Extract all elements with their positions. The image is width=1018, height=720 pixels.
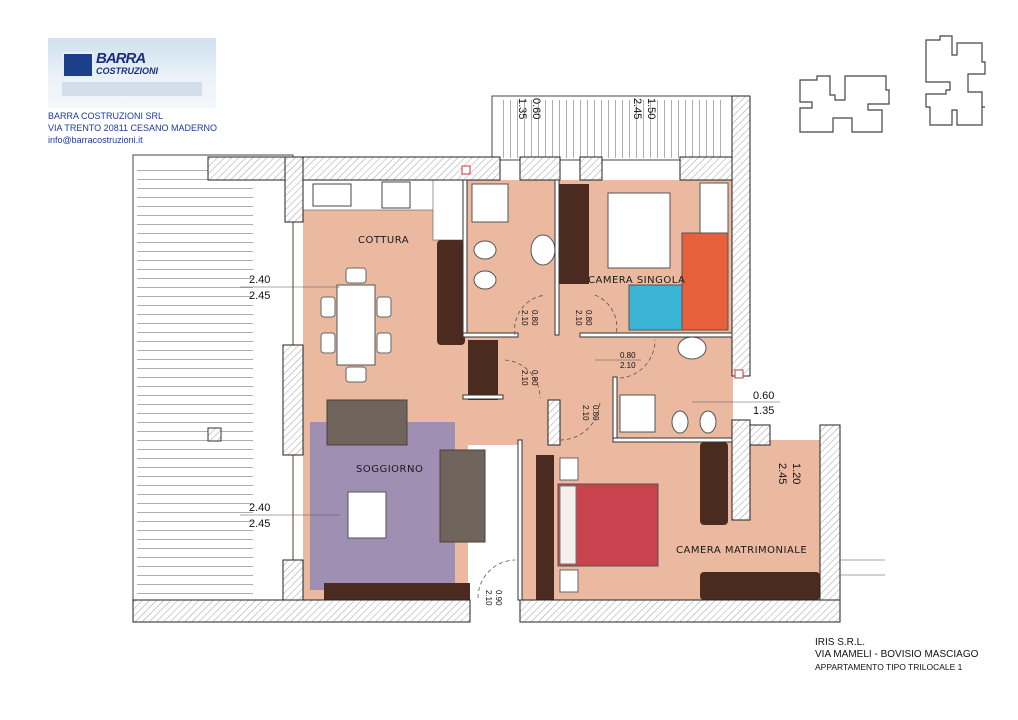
room-label-soggiorno: SOGGIORNO bbox=[356, 464, 423, 475]
desk bbox=[607, 192, 671, 269]
company-email: info@barracostruzioni.it bbox=[48, 135, 143, 145]
company-logo: BARRA COSTRUZIONI bbox=[48, 38, 216, 108]
dim-balcony-right: 1.50 2.45 bbox=[631, 98, 657, 119]
title-block: IRIS S.R.L. VIA MAMELI - BOVISIO MASCIAG… bbox=[815, 637, 978, 673]
dim-height: 2.45 bbox=[631, 98, 643, 119]
company-info: BARRA COSTRUZIONI SRL VIA TRENTO 20811 C… bbox=[48, 110, 217, 146]
sink bbox=[312, 183, 352, 207]
dim-width: 0.90 bbox=[494, 590, 503, 606]
dim-height: 2.10 bbox=[520, 370, 529, 386]
dim-door-entrance: 0.90 2.10 bbox=[484, 590, 503, 606]
washbasin-1 bbox=[530, 234, 556, 266]
coffee-table bbox=[347, 491, 387, 539]
project-location: VIA MAMELI - BOVISIO MASCIAGO bbox=[815, 649, 979, 660]
sofa-top bbox=[326, 399, 408, 446]
dim-width: 0.80 bbox=[584, 310, 593, 326]
dim-height: 2.10 bbox=[581, 405, 590, 421]
bed-orange bbox=[681, 232, 729, 331]
room-label-camera-singola: CAMERA SINGOLA bbox=[588, 275, 685, 286]
bed-blue bbox=[628, 284, 683, 331]
wardrobe-wall-hall bbox=[468, 340, 498, 400]
dim-height: 2.10 bbox=[574, 310, 583, 326]
dim-bath-window: 0.60 1.35 bbox=[692, 390, 780, 417]
dim-height: 2.10 bbox=[484, 590, 493, 606]
logo-subtext: COSTRUZIONI bbox=[96, 66, 158, 76]
partitions bbox=[462, 179, 733, 601]
dim-height: 1.35 bbox=[753, 405, 774, 417]
desk-side bbox=[699, 182, 729, 234]
dim-height: 1.35 bbox=[516, 98, 528, 119]
dining-table bbox=[336, 284, 376, 366]
dim-door-bath1: 0.80 2.10 bbox=[520, 310, 539, 326]
tv-cabinet bbox=[324, 583, 470, 601]
dim-master-window: 1.20 2.45 bbox=[776, 463, 802, 484]
dim-door-master: 0.80 2.10 bbox=[581, 405, 600, 421]
company-name: BARRA COSTRUZIONI SRL bbox=[48, 111, 164, 121]
dim-height: 2.45 bbox=[776, 463, 788, 484]
dim-width: 0.60 bbox=[753, 390, 774, 402]
dim-width: 2.40 bbox=[249, 274, 270, 286]
dim-balcony-left: 0.60 1.35 bbox=[516, 98, 542, 119]
dim-width: 0.60 bbox=[530, 98, 542, 119]
dim-door-single: 0.80 2.10 bbox=[574, 310, 593, 326]
dim-width: 2.40 bbox=[249, 502, 270, 514]
dim-door-bath2: 0.80 2.10 bbox=[595, 351, 641, 370]
left-terrace-decking bbox=[137, 162, 253, 606]
client-name: IRIS S.R.L. bbox=[815, 637, 866, 648]
dining-chairs bbox=[320, 267, 392, 383]
toilet-2 bbox=[699, 410, 717, 434]
unit-type: APPARTAMENTO TIPO TRILOCALE 1 bbox=[815, 662, 963, 672]
wardrobe-single bbox=[559, 184, 589, 284]
nightstand-top bbox=[559, 457, 579, 481]
logo-text: BARRA bbox=[96, 50, 146, 67]
shower-2 bbox=[619, 394, 656, 433]
bidet-2 bbox=[671, 410, 689, 434]
cooktop bbox=[381, 181, 411, 209]
key-plan-left bbox=[799, 75, 890, 133]
logo-mark bbox=[62, 52, 94, 78]
dim-width: 1.20 bbox=[790, 463, 802, 484]
washbasin-2 bbox=[677, 336, 707, 360]
wardrobe-master-bottom bbox=[700, 572, 820, 600]
top-balcony-decking bbox=[497, 100, 723, 158]
window-openings bbox=[840, 559, 885, 576]
tall-cabinet-kitchen bbox=[437, 240, 465, 345]
dim-door-closet: 0.80 2.10 bbox=[520, 370, 539, 386]
dim-height: 2.10 bbox=[620, 361, 636, 370]
dim-width: 0.80 bbox=[620, 351, 636, 360]
terrace-pillar bbox=[207, 427, 222, 442]
bidet-1 bbox=[473, 240, 497, 260]
room-label-cottura: COTTURA bbox=[358, 235, 409, 246]
company-address: VIA TRENTO 20811 CESANO MADERNO bbox=[48, 123, 218, 133]
kitchen-counter-side bbox=[432, 179, 464, 241]
door-swings bbox=[477, 294, 656, 599]
dim-width: 0.80 bbox=[591, 405, 600, 421]
dim-width: 0.80 bbox=[530, 310, 539, 326]
walls bbox=[132, 95, 841, 623]
sofa-right bbox=[439, 449, 486, 543]
dim-height: 2.10 bbox=[520, 310, 529, 326]
nightstand-bottom bbox=[559, 569, 579, 593]
dim-kitchen-window: 2.40 2.45 bbox=[240, 274, 340, 302]
chimney-flues bbox=[461, 165, 744, 379]
shower-1 bbox=[471, 183, 509, 223]
room-label-camera-matrimoniale: CAMERA MATRIMONIALE bbox=[676, 545, 807, 556]
dim-width: 1.50 bbox=[645, 98, 657, 119]
key-plan-right bbox=[925, 35, 986, 126]
dim-living-window: 2.40 2.45 bbox=[240, 502, 340, 530]
wardrobe-master-right bbox=[700, 442, 728, 525]
dim-height: 2.45 bbox=[249, 518, 270, 530]
toilet-1 bbox=[473, 270, 497, 290]
dim-width: 0.80 bbox=[530, 370, 539, 386]
dim-height: 2.45 bbox=[249, 290, 270, 302]
logo-reflection bbox=[62, 82, 202, 96]
pillows bbox=[559, 485, 577, 565]
wardrobe-master-left bbox=[536, 455, 554, 600]
